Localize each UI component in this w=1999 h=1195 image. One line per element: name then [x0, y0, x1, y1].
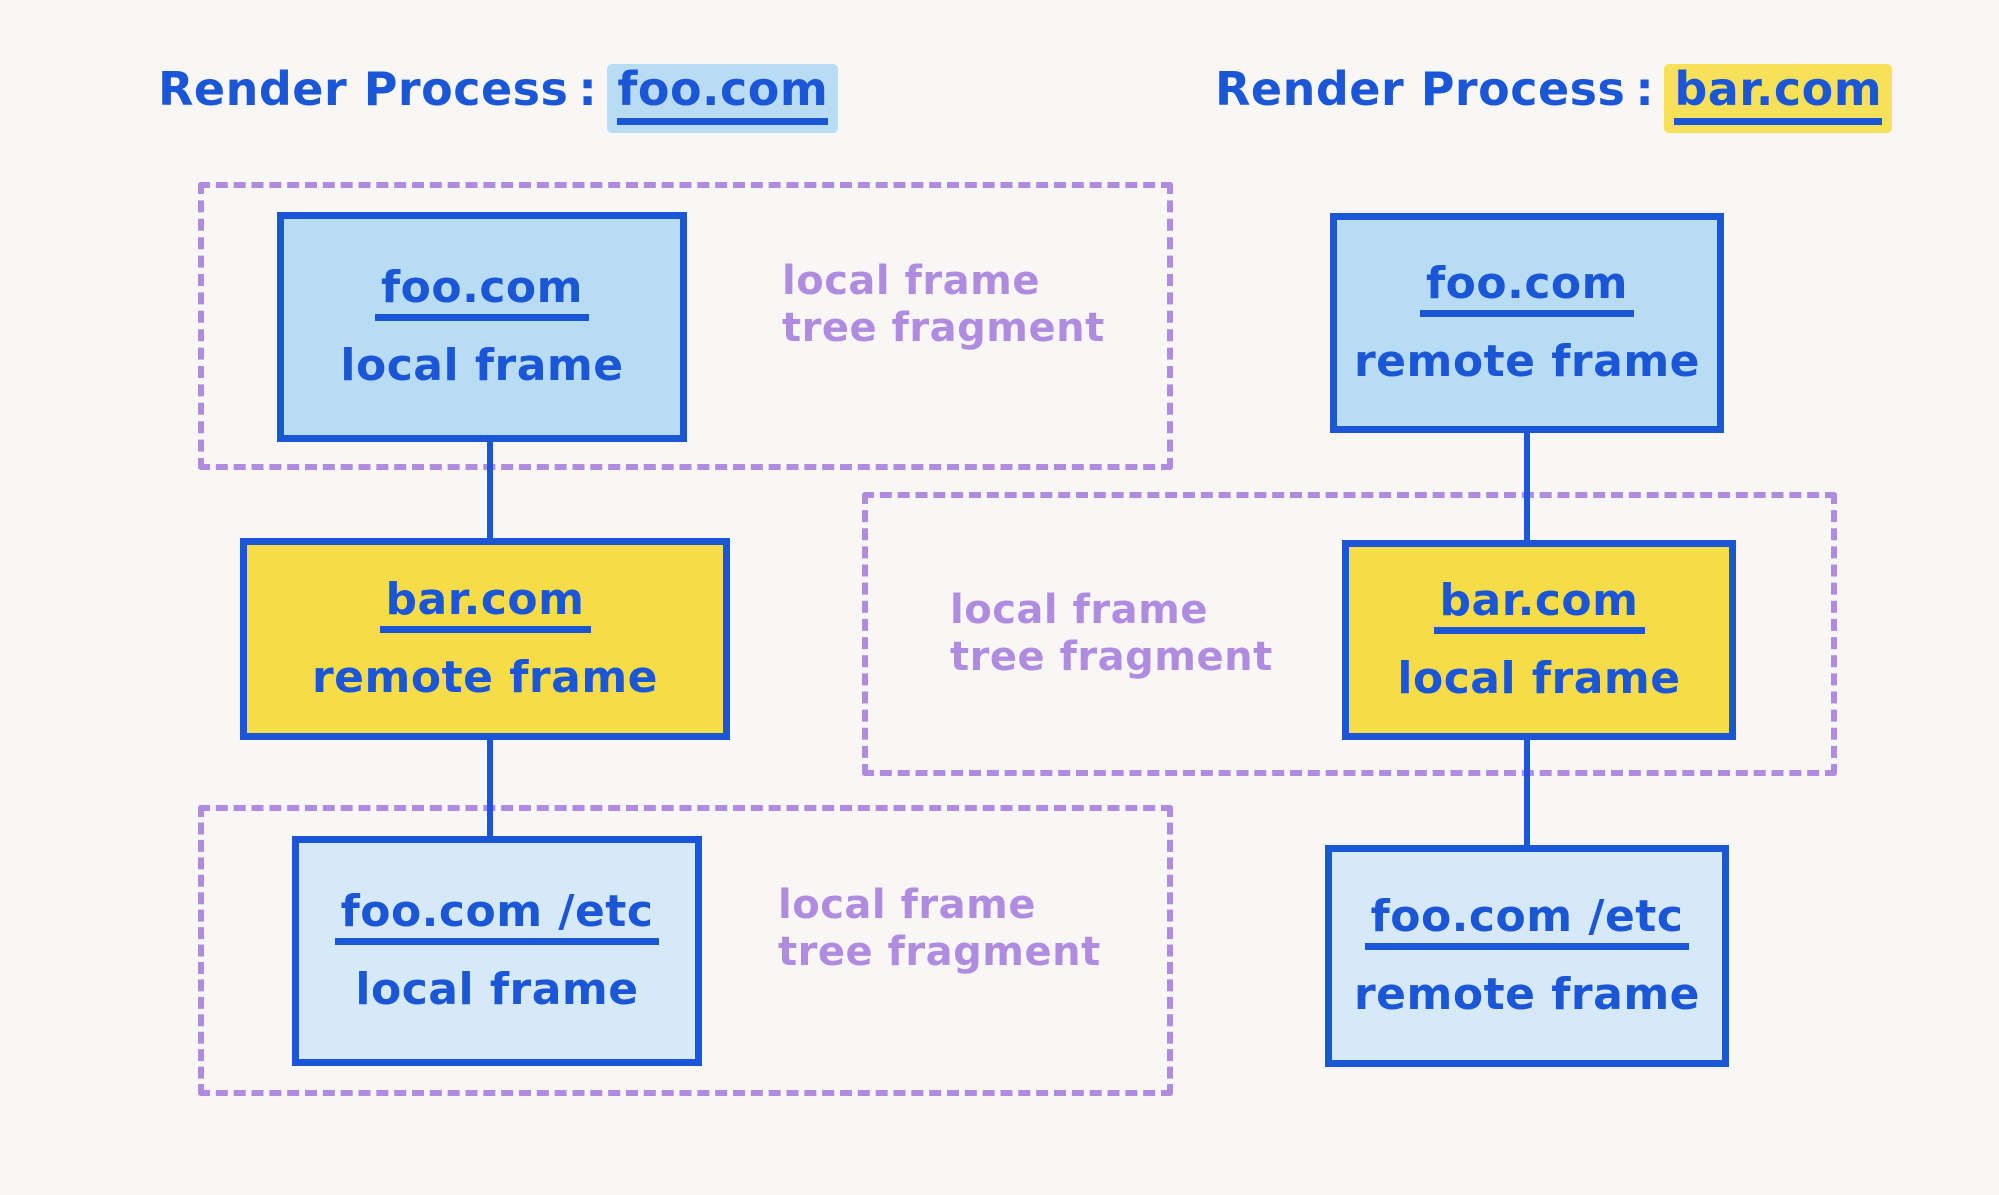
frame-kind-left-2: remote frame	[311, 652, 659, 703]
frame-kind-left-3: local frame	[355, 964, 639, 1015]
frame-kind-right-2: local frame	[1397, 653, 1681, 704]
frame-box-left-3[interactable]: foo.com /etc local frame	[292, 836, 702, 1066]
host-text-bar: bar.com	[1674, 62, 1883, 125]
host-text-foo: foo.com	[617, 62, 829, 125]
render-process-title-foo: Render Process: foo.com	[158, 60, 839, 133]
frame-box-right-3[interactable]: foo.com /etc remote frame	[1325, 845, 1729, 1067]
render-process-label-foo: Render Process	[158, 62, 569, 116]
annotation-left-bottom: local frame tree fragment	[778, 882, 1101, 976]
frame-host-left-2: bar.com	[379, 576, 591, 633]
connector-right-1	[1524, 432, 1530, 542]
title-colon-foo: :	[578, 62, 598, 116]
frame-host-right-3: foo.com /etc	[1364, 893, 1690, 950]
render-process-host-bar: bar.com	[1664, 60, 1893, 133]
render-process-host-foo: foo.com	[607, 60, 839, 133]
frame-host-right-1: foo.com	[1420, 260, 1634, 317]
frame-host-left-3: foo.com /etc	[334, 888, 660, 945]
connector-right-2	[1524, 738, 1530, 848]
frame-kind-left-1: local frame	[340, 340, 624, 391]
render-process-title-bar: Render Process: bar.com	[1215, 60, 1893, 133]
fragment-region-left-bottom	[198, 805, 1173, 1096]
frame-box-right-2[interactable]: bar.com local frame	[1342, 540, 1736, 740]
frame-box-left-2[interactable]: bar.com remote frame	[240, 538, 730, 740]
frame-kind-right-3: remote frame	[1353, 969, 1701, 1020]
frame-box-left-1[interactable]: foo.com local frame	[277, 212, 687, 442]
fragment-region-middle	[862, 492, 1837, 776]
title-colon-bar: :	[1635, 62, 1655, 116]
fragment-region-left-top	[198, 182, 1173, 470]
frame-box-right-1[interactable]: foo.com remote frame	[1330, 213, 1724, 433]
annotation-left-top: local frame tree fragment	[782, 258, 1105, 352]
frame-host-left-1: foo.com	[375, 264, 589, 321]
frame-host-right-2: bar.com	[1433, 577, 1645, 634]
annotation-middle: local frame tree fragment	[950, 587, 1273, 681]
render-process-label-bar: Render Process	[1215, 62, 1626, 116]
frame-kind-right-1: remote frame	[1353, 336, 1701, 387]
connector-left-1	[487, 440, 493, 540]
connector-left-2	[487, 738, 493, 838]
